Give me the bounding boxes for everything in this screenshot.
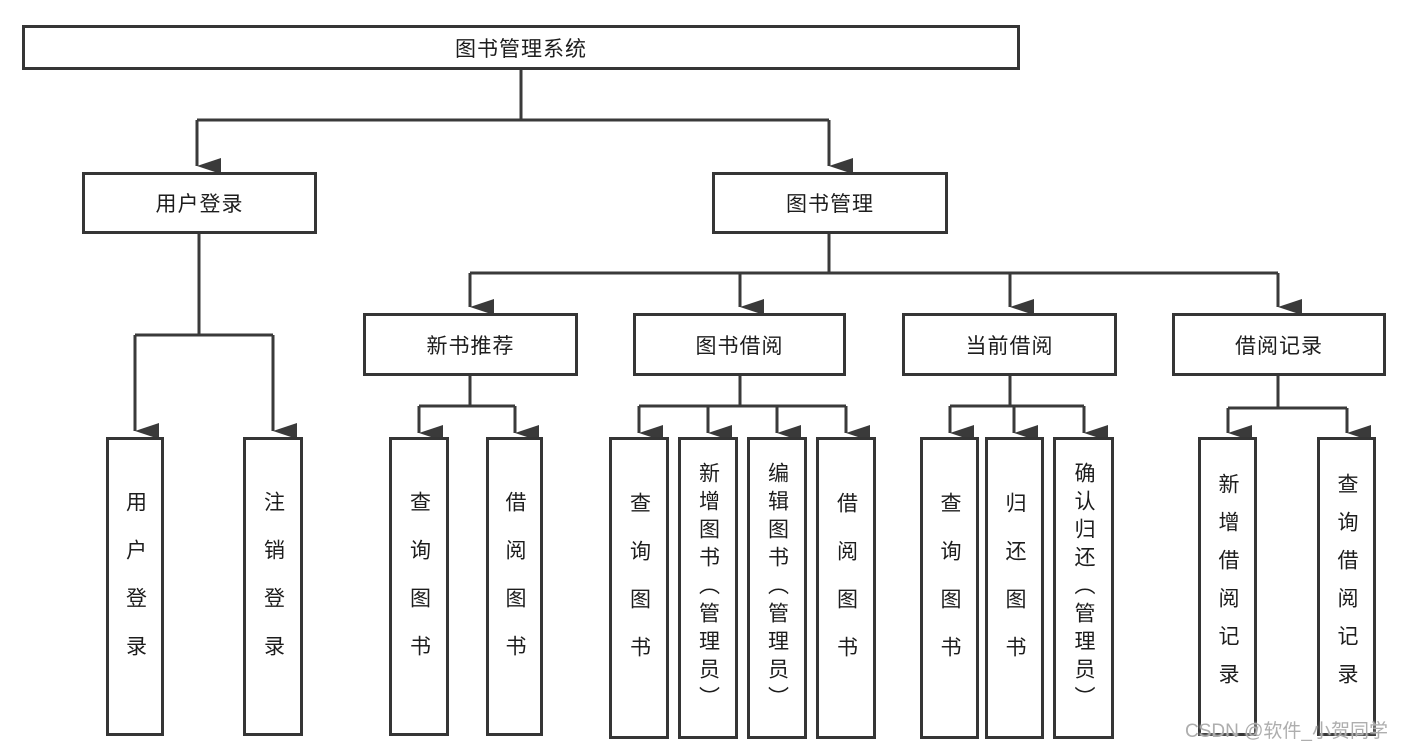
leaf-query-books-borrowing: 查询图书 <box>609 437 669 739</box>
leaf-edit-books-admin: 编辑图书（管理员） <box>747 437 807 739</box>
node-label: 新增借阅记录 <box>1216 472 1239 701</box>
leaf-query-borrow-record: 查询借阅记录 <box>1317 437 1376 736</box>
leaf-add-borrow-record: 新增借阅记录 <box>1198 437 1257 736</box>
node-label: 借阅图书 <box>834 492 858 684</box>
node-label: 查询图书 <box>627 492 651 684</box>
node-user-login: 用户登录 <box>82 172 317 234</box>
node-label: 查询图书 <box>407 490 431 683</box>
leaf-user-login: 用户登录 <box>106 437 164 736</box>
node-label: 新书推荐 <box>426 334 515 358</box>
node-book-management: 图书管理 <box>712 172 948 234</box>
node-label: 用户登录 <box>155 193 244 216</box>
node-label: 图书管理 <box>786 193 874 216</box>
node-label: 图书管理系统 <box>455 37 587 61</box>
leaf-query-books-current: 查询图书 <box>920 437 979 739</box>
node-label: 当前借阅 <box>965 334 1054 358</box>
leaf-borrow-books-borrowing: 借阅图书 <box>816 437 876 739</box>
node-new-book-recommend: 新书推荐 <box>363 313 578 376</box>
node-label: 借阅记录 <box>1235 334 1323 358</box>
node-label: 查询图书 <box>938 492 961 684</box>
node-current-borrowing: 当前借阅 <box>902 313 1117 376</box>
leaf-query-books-newbook: 查询图书 <box>389 437 449 736</box>
leaf-confirm-return-admin: 确认归还（管理员） <box>1053 437 1114 739</box>
node-label: 图书借阅 <box>695 334 784 358</box>
leaf-logout: 注销登录 <box>243 437 303 736</box>
node-label: 借阅图书 <box>503 490 526 683</box>
leaf-borrow-books-newbook: 借阅图书 <box>486 437 543 736</box>
node-borrowing-records: 借阅记录 <box>1172 313 1386 376</box>
csdn-watermark: CSDN @软件_小贺同学 <box>1185 721 1388 742</box>
node-label: 归还图书 <box>1003 492 1026 684</box>
node-label: 查询借阅记录 <box>1335 472 1358 701</box>
leaf-add-books-admin: 新增图书（管理员） <box>678 437 738 739</box>
node-book-borrowing: 图书借阅 <box>633 313 846 376</box>
leaf-return-books: 归还图书 <box>985 437 1044 739</box>
node-label: 用户登录 <box>123 490 147 683</box>
node-label: 注销登录 <box>261 490 285 683</box>
node-label: 编辑图书（管理员） <box>765 462 789 714</box>
node-label: 确认归还（管理员） <box>1072 462 1095 714</box>
node-root-system: 图书管理系统 <box>22 25 1020 70</box>
node-label: 新增图书（管理员） <box>696 462 720 714</box>
